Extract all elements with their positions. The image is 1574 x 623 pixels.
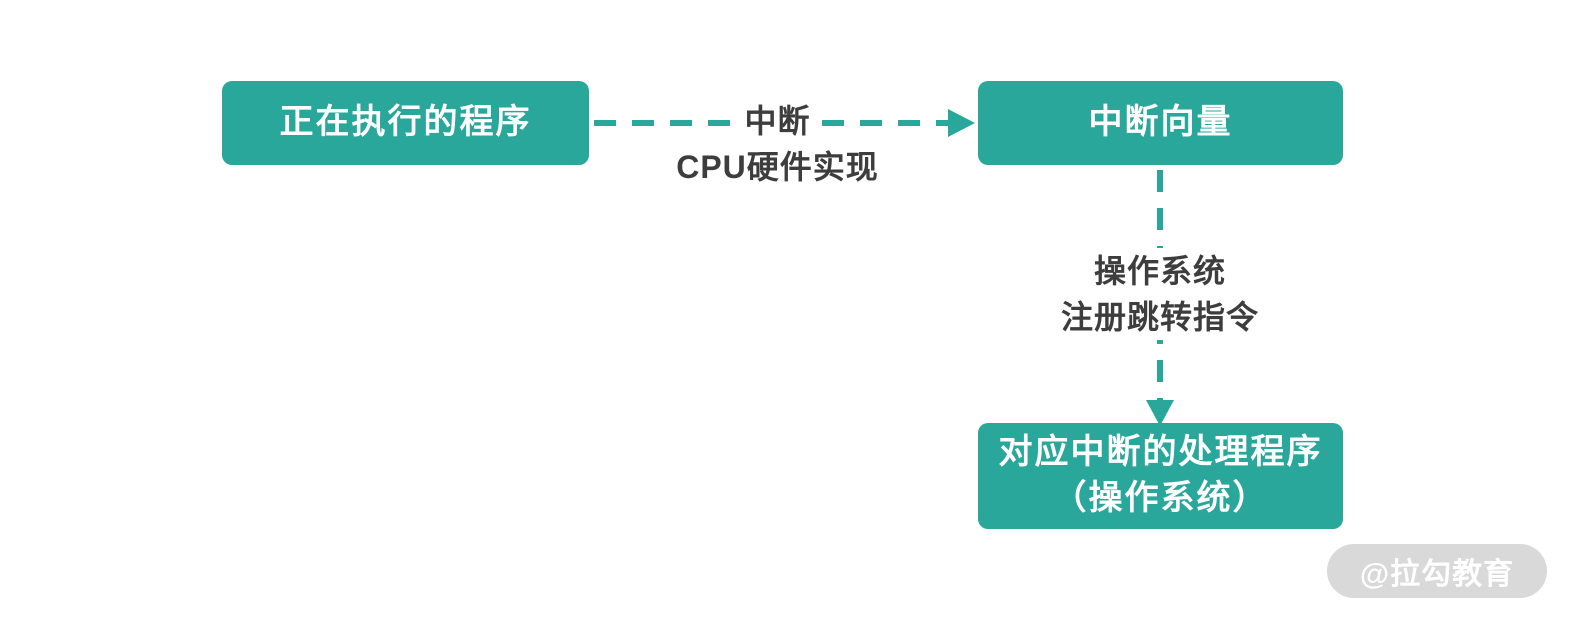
edge-label-register-jump: 操作系统 注册跳转指令 [1040,248,1280,340]
node-handler-label-line2: （操作系统） [1052,479,1269,517]
edge-label-interrupt: 中断 CPU硬件实现 [620,98,935,190]
node-running-program: 正在执行的程序 [222,81,589,165]
node-interrupt-vector-label: 中断向量 [1088,103,1233,142]
edge-label-interrupt-line2: CPU硬件实现 [676,149,879,185]
watermark-badge: @拉勾教育 [1327,544,1547,598]
node-handler: 对应中断的处理程序 （操作系统） [978,423,1343,529]
edge-label-register-line1: 操作系统 [1083,248,1236,294]
edge-label-interrupt-line1: 中断 [734,98,821,144]
interrupt-arrow-head [948,109,975,137]
node-handler-label-line1: 对应中断的处理程序 [998,433,1323,472]
node-running-program-label: 正在执行的程序 [279,103,532,142]
watermark-text: @拉勾教育 [1359,558,1515,591]
node-interrupt-vector: 中断向量 [978,81,1343,165]
edge-label-register-line2: 注册跳转指令 [1050,294,1269,340]
